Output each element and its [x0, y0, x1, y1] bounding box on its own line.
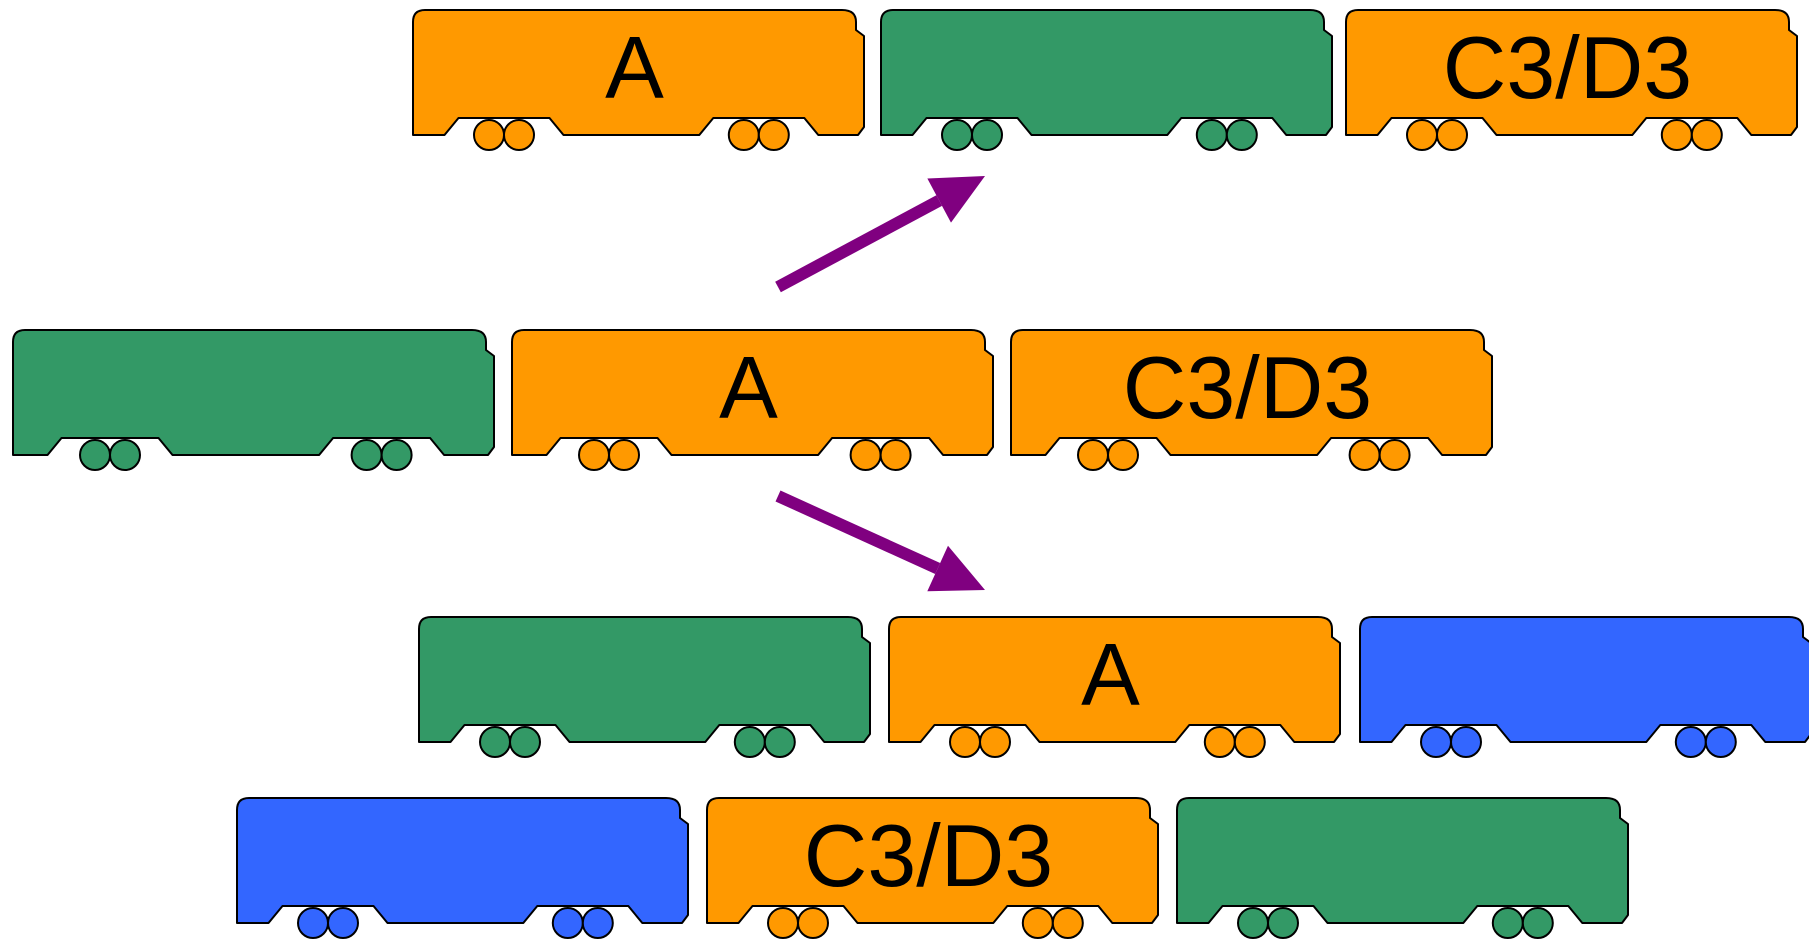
wheel: [757, 119, 790, 151]
middle-row-car-2: A: [511, 329, 994, 471]
wheel: [503, 119, 535, 151]
car-label: A: [719, 338, 778, 437]
wheel: [1195, 119, 1228, 151]
car-label: A: [605, 18, 664, 117]
car-body: [412, 9, 865, 136]
car-body: [1359, 616, 1809, 743]
car-body: [511, 329, 994, 456]
top-row-car-1: A: [412, 9, 865, 151]
wheel: [1348, 439, 1381, 471]
wheel: [1077, 439, 1109, 471]
car-body: [1176, 797, 1629, 924]
wheel: [581, 907, 614, 939]
arrow-head: [927, 545, 985, 592]
wheel: [1406, 119, 1438, 151]
wheel: [849, 439, 882, 471]
wheel: [509, 726, 541, 758]
lower-row-2-car-2: C3/D3: [706, 797, 1159, 939]
middle-row-car-3: C3/D3: [1010, 329, 1493, 471]
arrow-up: [775, 176, 985, 293]
wheel: [767, 907, 799, 939]
wheel: [1690, 119, 1723, 151]
wheel: [1237, 907, 1269, 939]
car-label: C3/D3: [804, 806, 1053, 905]
wheel: [971, 119, 1003, 151]
car-body: [888, 616, 1341, 743]
wheel: [941, 119, 973, 151]
wheel: [1660, 119, 1693, 151]
top-row-car-2: [880, 9, 1333, 151]
middle-row-car-1: [12, 329, 495, 471]
arrow-down: [775, 490, 985, 592]
wheel: [1051, 907, 1084, 939]
lower-row-1-car-1: [418, 616, 871, 758]
wheel: [380, 439, 413, 471]
wheel: [350, 439, 383, 471]
wheel: [1704, 726, 1737, 758]
lower-row-2-car-1: [236, 797, 689, 939]
wheel: [608, 439, 640, 471]
car-body: [418, 616, 871, 743]
lower-row-1-car-3: [1359, 616, 1809, 758]
wheel: [473, 119, 505, 151]
car-body: [880, 9, 1333, 136]
wheel: [727, 119, 760, 151]
wheel: [327, 907, 359, 939]
top-row-car-3: C3/D3: [1345, 9, 1798, 151]
wheel: [479, 726, 511, 758]
car-body: [1345, 9, 1798, 136]
wheel: [109, 439, 141, 471]
car-body: [236, 797, 689, 924]
lower-row-1-car-2: A: [888, 616, 1341, 758]
wheel: [1491, 907, 1524, 939]
wheel: [1378, 439, 1411, 471]
wheel: [1450, 726, 1482, 758]
car-label: C3/D3: [1443, 18, 1692, 117]
wheel: [797, 907, 829, 939]
car-label: A: [1081, 625, 1140, 724]
wheel: [551, 907, 584, 939]
wheel: [297, 907, 329, 939]
wheel: [1203, 726, 1236, 758]
wheel: [733, 726, 766, 758]
wheel: [1267, 907, 1299, 939]
wheel: [1021, 907, 1054, 939]
wheel: [1436, 119, 1468, 151]
car-label: C3/D3: [1123, 338, 1372, 437]
wheel: [1225, 119, 1258, 151]
wheel: [979, 726, 1011, 758]
wheel: [79, 439, 111, 471]
wheel: [1674, 726, 1707, 758]
wheel: [1107, 439, 1139, 471]
car-body: [706, 797, 1159, 924]
wheel: [879, 439, 912, 471]
arrow-shaft: [775, 490, 941, 574]
wheel: [1233, 726, 1266, 758]
wheel: [1420, 726, 1452, 758]
arrow-head: [927, 176, 985, 223]
lower-row-2-car-3: [1176, 797, 1629, 939]
wheel: [578, 439, 610, 471]
wheel: [1521, 907, 1554, 939]
wheel: [949, 726, 981, 758]
car-body: [1010, 329, 1493, 456]
car-body: [12, 329, 495, 456]
arrow-shaft: [775, 195, 943, 293]
wheel: [763, 726, 796, 758]
